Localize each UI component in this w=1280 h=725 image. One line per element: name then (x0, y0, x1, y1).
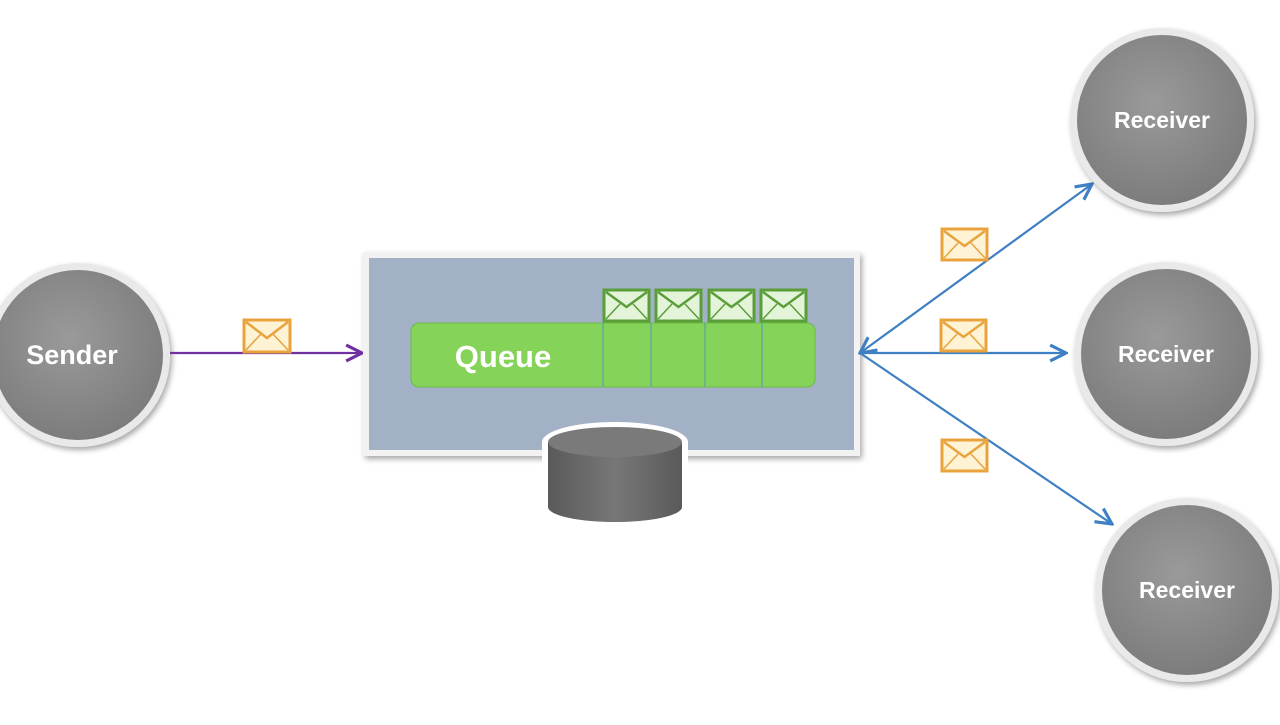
envelope-icon (940, 227, 989, 262)
queue-bar (410, 322, 816, 388)
receiver-label-2: Receiver (1118, 341, 1214, 367)
queue-slots (602, 323, 763, 387)
receiver-label-3: Receiver (1139, 577, 1235, 603)
envelope-icon (242, 318, 292, 354)
database-icon (542, 422, 688, 526)
receiver-node-2 (1074, 262, 1258, 446)
receiver-node-1 (1070, 28, 1254, 212)
queue-label: Queue (455, 339, 551, 374)
envelope-icon (940, 438, 989, 473)
sender-node (0, 263, 170, 447)
sender-label: Sender (26, 340, 118, 370)
queued-messages (602, 288, 808, 323)
envelope-icon (707, 288, 756, 323)
receiver-node-3 (1095, 498, 1279, 682)
envelope-icon (602, 288, 651, 323)
envelope-icon (654, 288, 703, 323)
envelope-icon (939, 318, 988, 353)
receiver-label-1: Receiver (1114, 107, 1210, 133)
queue-to-receiver-1-arrow (860, 184, 1092, 353)
envelope-icon (759, 288, 808, 323)
